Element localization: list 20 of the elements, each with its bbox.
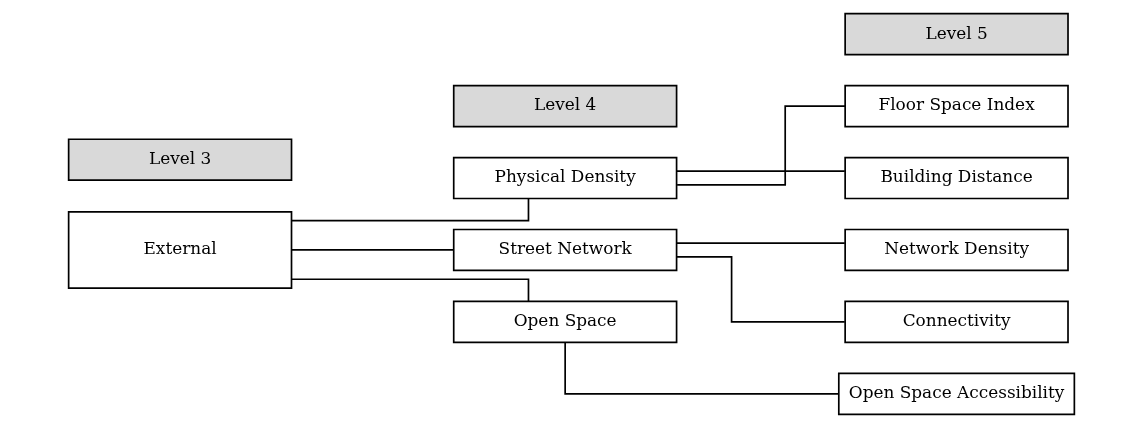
connector	[290, 278, 529, 302]
node-box: Level 5	[843, 12, 1069, 56]
node-box: Street Network	[452, 228, 677, 272]
node-box: Physical Density	[452, 156, 677, 200]
node-box: Network Density	[843, 228, 1069, 272]
connector	[290, 198, 529, 222]
node-box: Open Space	[452, 300, 677, 344]
connector	[675, 255, 846, 323]
node-box: Level 4	[452, 84, 677, 128]
node-box: External	[67, 211, 292, 289]
node-box: Level 3	[67, 138, 292, 181]
connector	[290, 249, 454, 251]
connector	[675, 170, 846, 173]
connector	[675, 105, 846, 186]
node-box: Floor Space Index	[843, 84, 1069, 128]
node-box: Connectivity	[843, 300, 1069, 344]
node-box: Building Distance	[843, 156, 1069, 200]
node-box: Open Space Accessibility	[837, 372, 1075, 416]
connector	[563, 341, 839, 395]
connector	[675, 242, 846, 244]
